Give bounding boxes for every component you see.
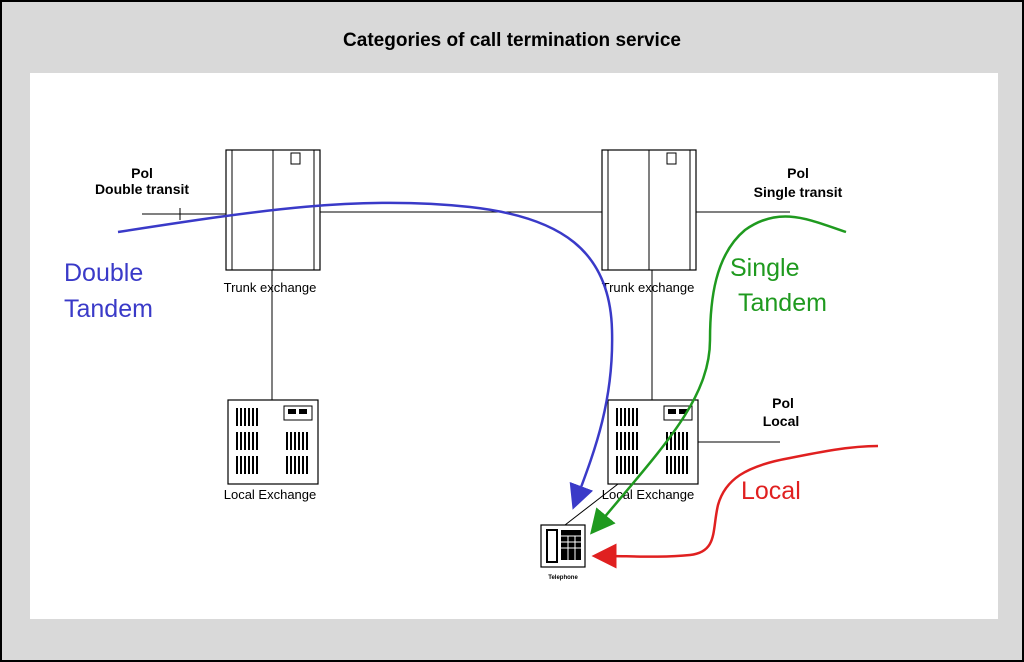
pol-local-label-2: Local <box>763 413 800 429</box>
pol-double-label-1: Pol <box>131 165 153 181</box>
single-tandem-label-2: Tandem <box>738 289 827 317</box>
local-exchange-left-label: Local Exchange <box>224 487 317 502</box>
telephone-icon <box>540 524 586 568</box>
local-path <box>591 444 879 569</box>
local-path-label: Local <box>741 477 801 505</box>
single-tandem-path <box>590 215 847 535</box>
pol-double-label-2: Double transit <box>95 181 189 197</box>
diagram-panel <box>30 73 998 619</box>
double-tandem-label-2: Tandem <box>64 295 153 323</box>
pol-single-label-1: Pol <box>787 165 809 181</box>
single-tandem-label-1: Single <box>730 254 800 282</box>
double-tandem-path <box>117 201 614 510</box>
double-tandem-label-1: Double <box>64 259 143 287</box>
trunk-exchange-right-icon <box>601 149 697 271</box>
pol-local-label-1: Pol <box>772 395 794 411</box>
page-title: Categories of call termination service <box>343 30 681 51</box>
telephone-label: Telephone <box>548 575 578 581</box>
trunk-exchange-left-label: Trunk exchange <box>224 280 317 295</box>
local-exchange-left-icon <box>227 399 319 485</box>
pol-single-label-2: Single transit <box>754 184 843 200</box>
local-exchange-right-icon <box>607 399 699 485</box>
local-exchange-right-label: Local Exchange <box>602 487 695 502</box>
trunk-exchange-right-label: Trunk exchange <box>602 280 695 295</box>
